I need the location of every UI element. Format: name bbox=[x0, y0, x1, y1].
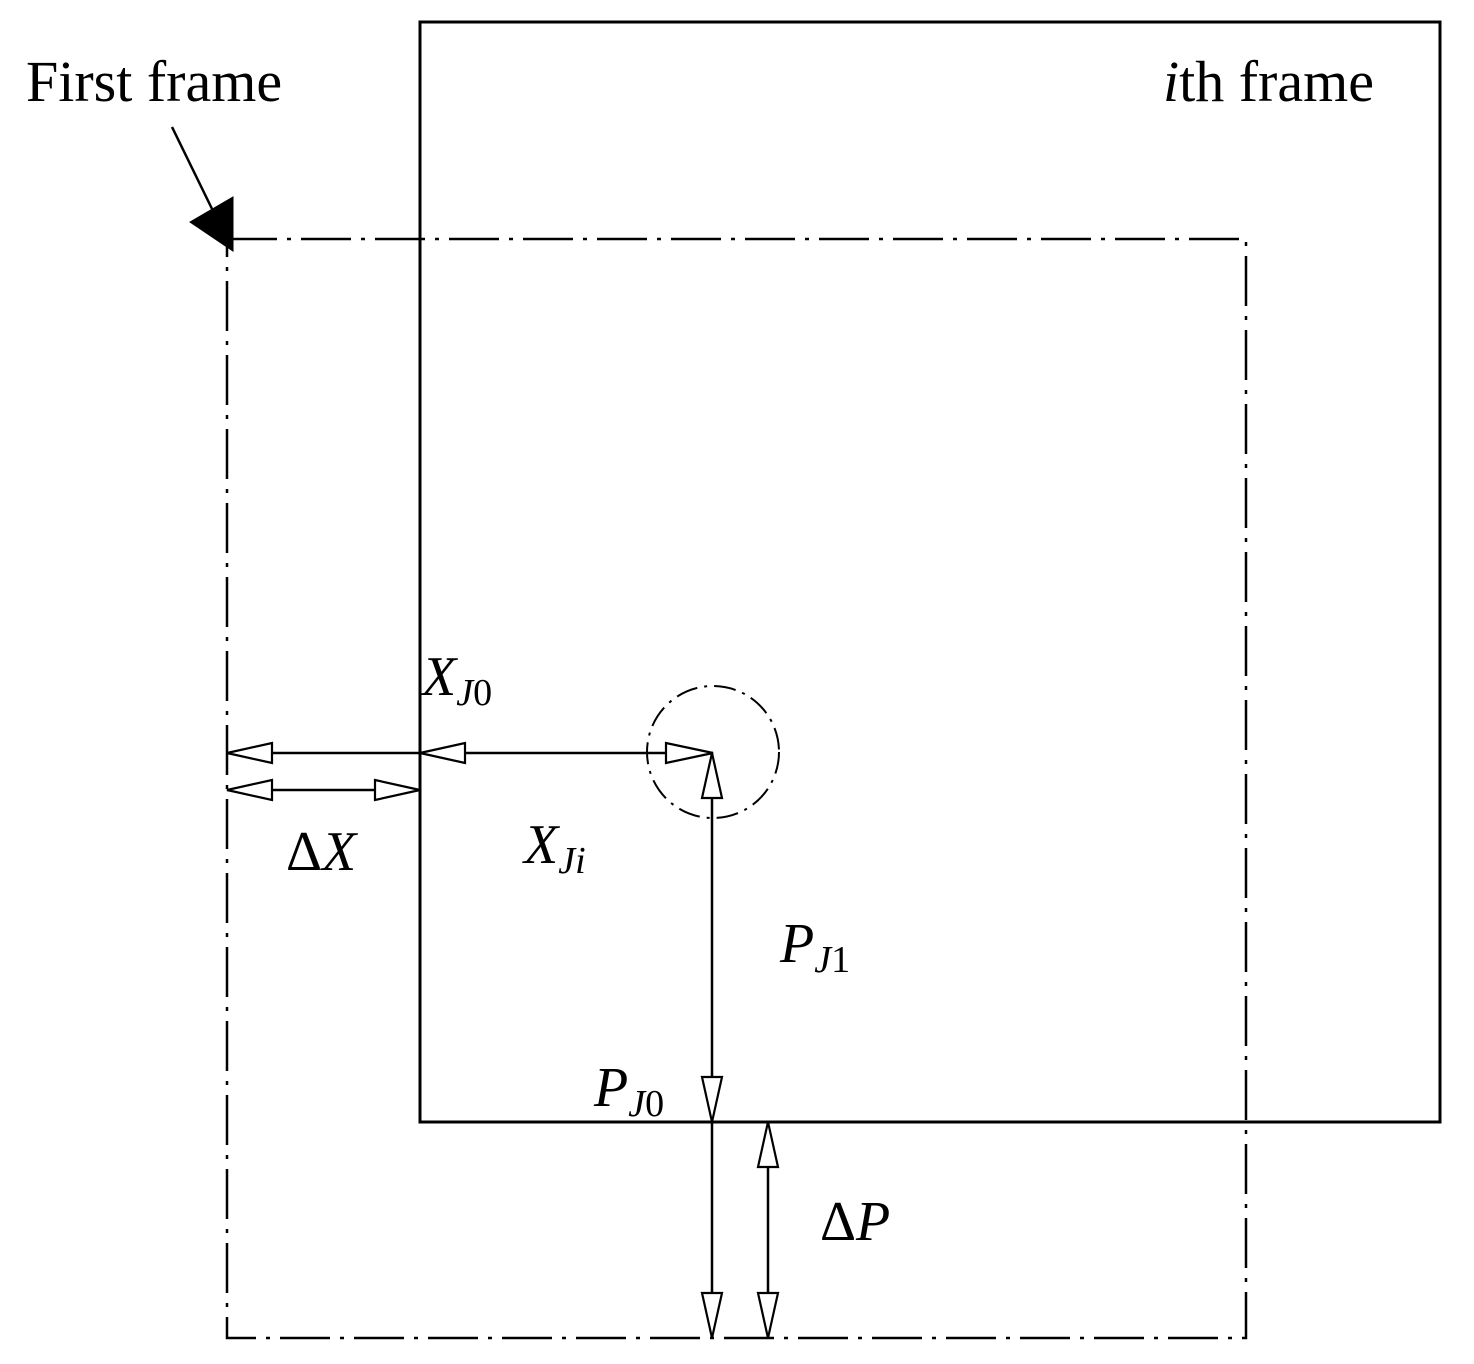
x-j0-label: XJ0 bbox=[420, 646, 492, 714]
x-j0-sub-j: J bbox=[456, 672, 475, 714]
p-j0-sub-j: J bbox=[628, 1083, 647, 1125]
ith-frame-text: th frame bbox=[1179, 49, 1374, 114]
x-j0-symbol: X bbox=[420, 646, 459, 708]
first-frame-rect bbox=[225, 237, 1248, 1340]
x-j0-arrow-left bbox=[226, 741, 274, 765]
p-arrow-up bbox=[700, 752, 724, 800]
ith-frame-label: ith frame bbox=[1163, 49, 1374, 114]
p-ji-arrow-down bbox=[700, 1075, 724, 1123]
x-j0-dimension bbox=[226, 741, 714, 765]
delta-x-arrow-left bbox=[226, 778, 274, 802]
x-ji-symbol: X bbox=[522, 814, 561, 876]
delta-p-delta: Δ bbox=[820, 1191, 856, 1253]
delta-p-arrow-up bbox=[756, 1121, 780, 1169]
first-frame-pointer bbox=[170, 126, 234, 252]
p-j0-symbol: P bbox=[593, 1057, 628, 1119]
p-ji-sub-j: J bbox=[814, 939, 833, 981]
delta-x-var: X bbox=[320, 821, 359, 883]
x-arrow-right bbox=[664, 741, 714, 765]
delta-p-label: ΔP bbox=[820, 1191, 890, 1253]
delta-p-var: P bbox=[855, 1191, 890, 1253]
p-ji-symbol: P bbox=[779, 913, 814, 975]
delta-x-label: ΔX bbox=[286, 821, 359, 883]
p-j0-label: PJ0 bbox=[593, 1057, 664, 1125]
ith-frame-index: i bbox=[1163, 49, 1179, 114]
delta-x-arrow-right bbox=[373, 778, 421, 802]
delta-x-dimension bbox=[226, 778, 421, 802]
p-dimension bbox=[700, 752, 724, 1339]
x-ji-arrow-left bbox=[419, 741, 467, 765]
p-ji-sub-1: 1 bbox=[831, 939, 850, 981]
delta-p-dimension bbox=[756, 1121, 780, 1339]
x-ji-label: XJi bbox=[522, 814, 586, 882]
delta-x-delta: Δ bbox=[286, 821, 322, 883]
delta-p-arrow-down bbox=[756, 1291, 780, 1339]
p-ji-label: PJ1 bbox=[779, 913, 850, 981]
first-frame-label: First frame bbox=[26, 49, 282, 114]
p-j0-arrow-down bbox=[700, 1291, 724, 1339]
x-ji-sub: Ji bbox=[558, 840, 585, 882]
x-j0-sub-0: 0 bbox=[473, 672, 492, 714]
p-j0-sub-0: 0 bbox=[645, 1083, 664, 1125]
ith-frame-rect bbox=[418, 20, 1442, 1124]
